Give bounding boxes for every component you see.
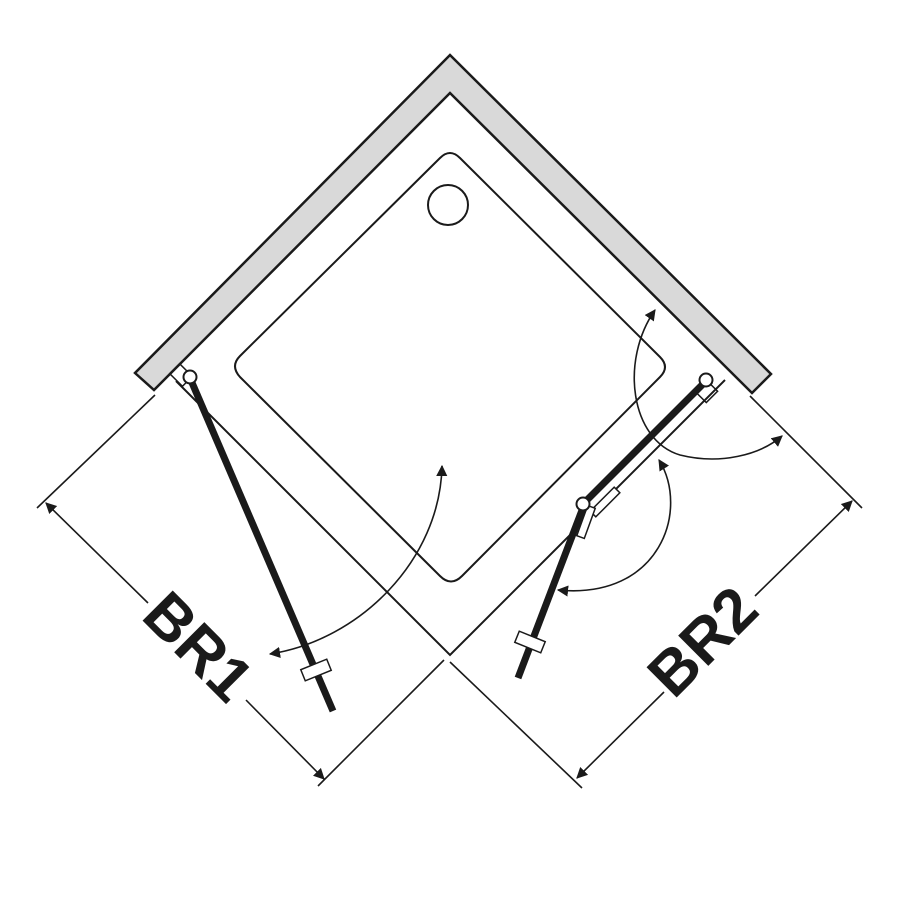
right-outer-swing-arrow: [633, 309, 783, 460]
br1-label: BR1: [130, 579, 266, 715]
tray-inner-basin: [234, 152, 666, 583]
fold-hinge-icon: [575, 496, 591, 512]
shower-tray: [175, 152, 726, 657]
br2-dimension-line-lower: [576, 691, 665, 779]
br1-dimension-line-lower: [245, 699, 325, 780]
left-hinge-icon: [182, 369, 198, 385]
drain-icon: [427, 184, 469, 226]
left-handle-icon: [299, 658, 333, 682]
left-swing-arrow: [268, 464, 448, 658]
br2-dimension-line-upper: [754, 500, 853, 597]
right-inner-swing-arrow: [556, 459, 672, 597]
right-hinge-icon: [698, 372, 714, 388]
br2-label: BR2: [635, 574, 771, 710]
right-handle-icon: [513, 630, 547, 654]
br1-dimension-line-upper: [45, 502, 149, 604]
